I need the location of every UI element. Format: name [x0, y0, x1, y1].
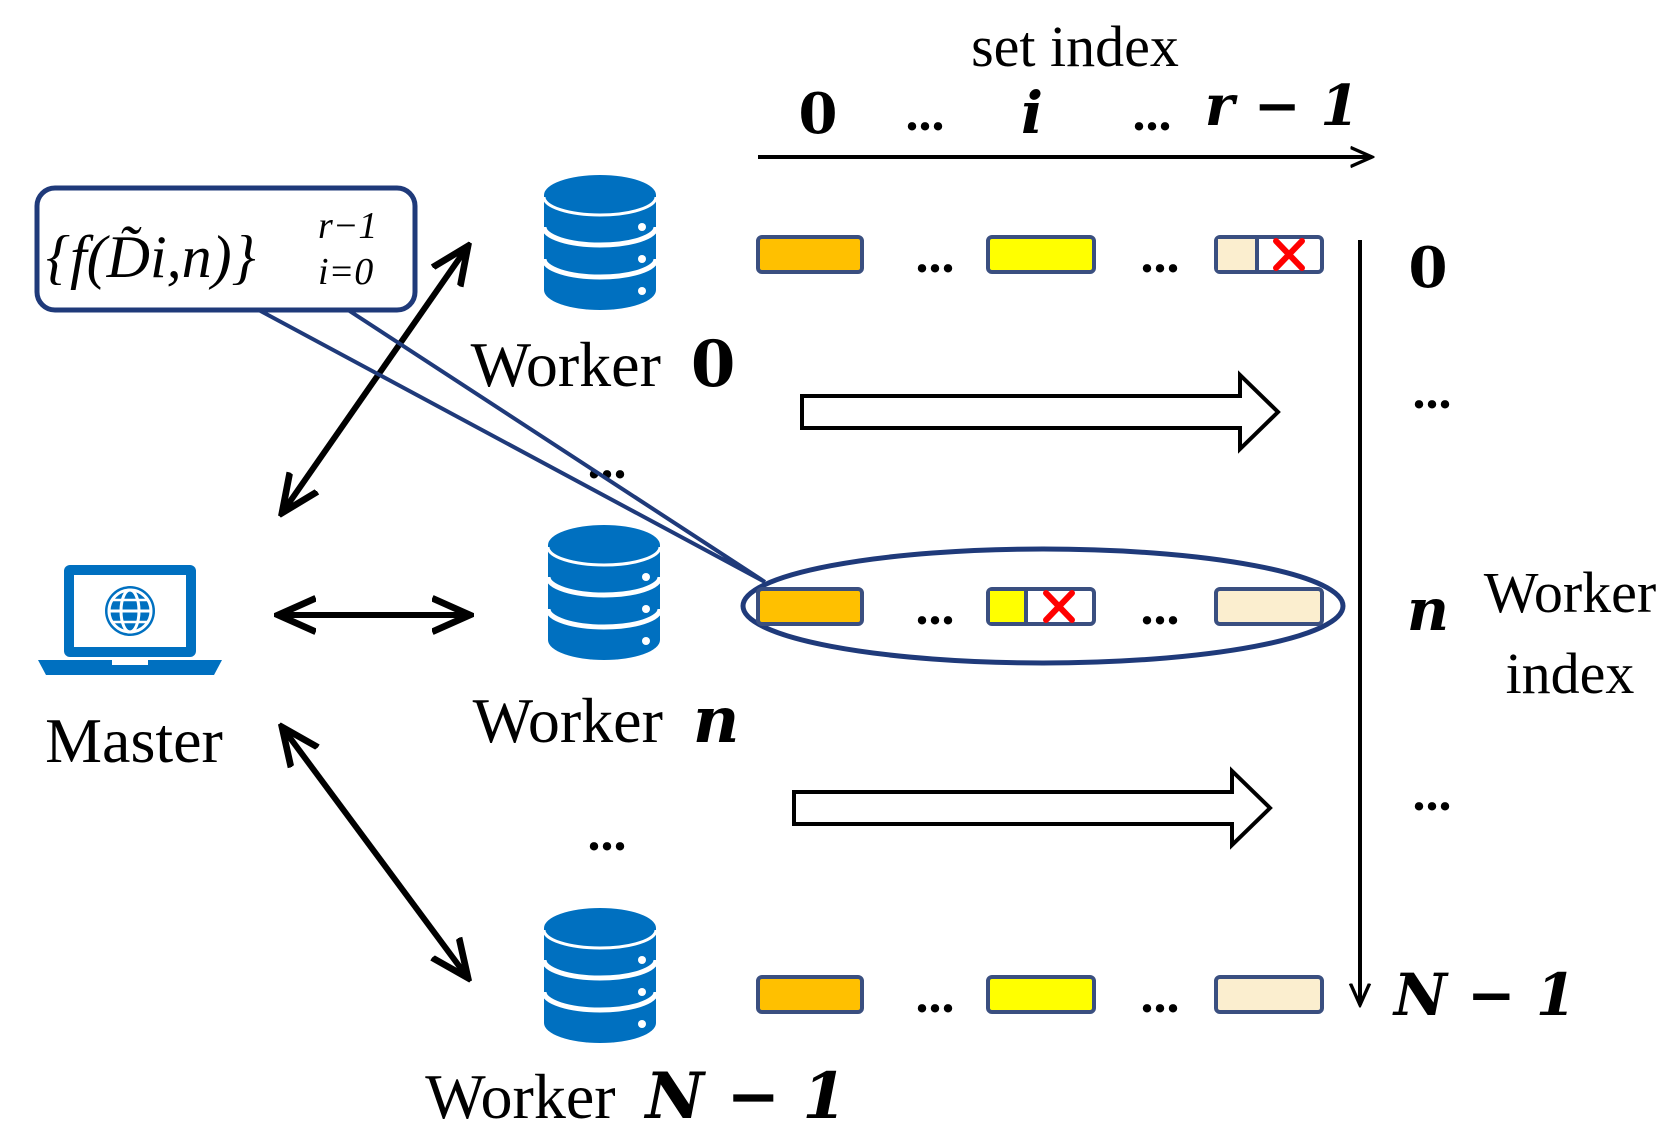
callout-pointer [254, 306, 767, 584]
block [756, 975, 864, 1014]
worker-tick-dots-a: ... [1413, 363, 1452, 420]
set-tick-i: i [1021, 79, 1043, 147]
worker-n-highlight-ellipse [740, 546, 1346, 666]
worker-N-minus-1-label-index: N − 1 [644, 1059, 847, 1134]
block [756, 587, 864, 626]
database-icon [541, 175, 659, 310]
arrow-master-worker-0 [282, 246, 468, 513]
set-index-axis: set index 0 ... i ... r − 1 [758, 14, 1372, 157]
block-row-worker-0: ... ... [756, 227, 1324, 284]
block-dots: ... [916, 967, 955, 1024]
block [986, 235, 1096, 274]
worker-N-minus-1-label: Worker N − 1 [425, 1059, 847, 1134]
partial-block [986, 587, 1096, 626]
laptop-globe-icon [38, 565, 222, 675]
gradient-callout: {f(D̃i,n)} r−1 i=0 [34, 185, 767, 584]
block [1214, 975, 1324, 1014]
worker-index-axis: 0 ... n Worker index ... N − 1 [1360, 235, 1656, 1029]
worker-tick-dots-b: ... [1413, 765, 1452, 822]
worker-tick-n: n [1407, 576, 1449, 644]
callout-subscript: i=0 [318, 251, 373, 293]
database-icon [545, 525, 663, 660]
database-icon [541, 908, 659, 1043]
block [1214, 587, 1324, 626]
hollow-arrow-bottom [792, 766, 1273, 850]
block-row-worker-n: ... ... [756, 579, 1324, 636]
block-dots: ... [916, 227, 955, 284]
block [986, 975, 1096, 1014]
block-dots: ... [916, 579, 955, 636]
block-dots: ... [1141, 579, 1180, 636]
block-dots: ... [1141, 967, 1180, 1024]
callout-superscript: r−1 [318, 205, 377, 247]
communication-arrows [278, 246, 470, 978]
block-dots: ... [1141, 227, 1180, 284]
callout-box [34, 185, 418, 313]
worker-tick-0: 0 [1409, 235, 1448, 301]
between-workers-dots-top: ... [588, 433, 627, 490]
block-row-worker-N-minus-1: ... ... [756, 967, 1324, 1024]
worker-tick-N-minus-1: N − 1 [1392, 961, 1576, 1029]
worker-0-label-prefix: Worker [471, 329, 661, 400]
worker-N-minus-1-node: Worker N − 1 [425, 908, 847, 1134]
block [756, 235, 864, 274]
worker-axis-title-line1: Worker [1484, 560, 1656, 625]
callout-expression: {f(D̃i,n)} [46, 224, 256, 290]
worker-n-label-prefix: Worker [473, 685, 663, 756]
hollow-arrow-top [800, 370, 1281, 454]
set-tick-r-minus-1: r − 1 [1205, 73, 1359, 139]
set-tick-0: 0 [799, 81, 838, 147]
set-tick-dots-b: ... [1133, 85, 1172, 142]
x-mark-icon [1043, 590, 1075, 623]
arrow-master-worker-N-minus-1 [282, 727, 468, 978]
set-index-title: set index [971, 14, 1179, 79]
between-workers-dots-bottom: ... [588, 805, 627, 862]
worker-axis-title-line2: index [1506, 641, 1635, 706]
set-tick-dots-a: ... [906, 85, 945, 142]
x-mark-icon [1273, 238, 1305, 271]
worker-0-label: Worker 0 [471, 327, 736, 402]
partial-block [1214, 235, 1324, 274]
master-node: Master [38, 565, 223, 776]
worker-0-label-index: 0 [691, 327, 736, 402]
master-label: Master [45, 705, 223, 776]
worker-n-label-index: n [693, 683, 740, 758]
worker-n-node: Worker n [473, 525, 740, 758]
worker-n-label: Worker n [473, 683, 740, 758]
worker-N-minus-1-label-prefix: Worker [425, 1061, 615, 1132]
worker-0-node: Worker 0 [471, 175, 736, 402]
